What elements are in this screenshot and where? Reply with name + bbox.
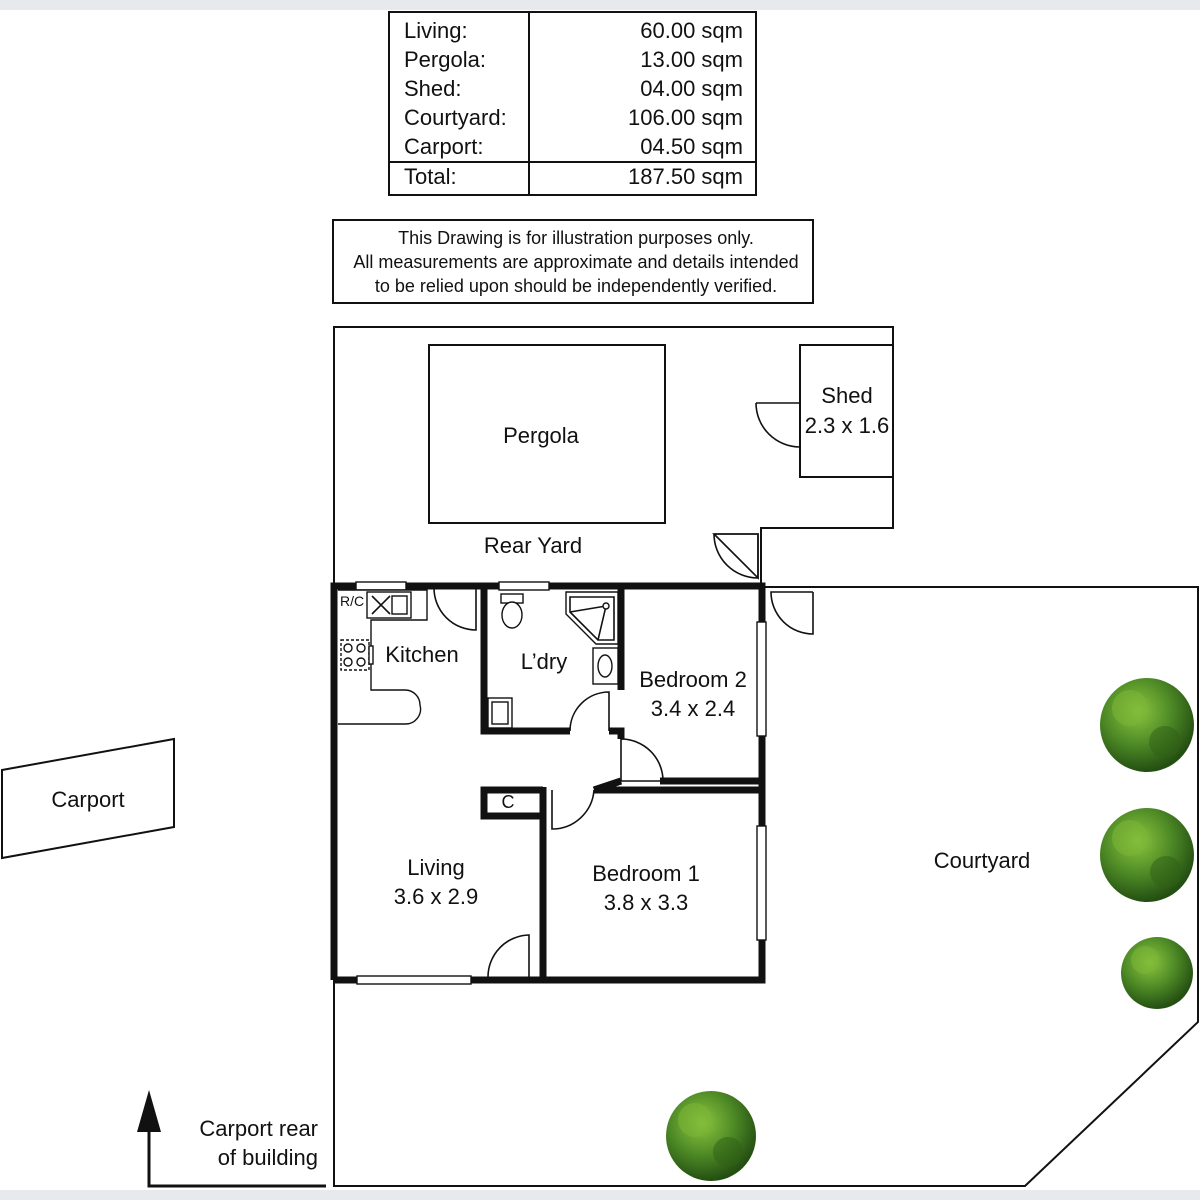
burner-icon [343, 643, 353, 653]
area-value-carport: 04.50 sqm [640, 134, 743, 159]
shed-outline [799, 344, 894, 478]
burner-icon [356, 657, 366, 667]
bedroom2-size: 3.4 x 2.4 [651, 696, 735, 721]
laundry-fixtures [487, 591, 619, 729]
disclaimer-box: This Drawing is for illustration purpose… [332, 219, 814, 304]
living-window [356, 975, 472, 985]
area-label-pergola: Pergola: [404, 47, 486, 72]
bedroom2-door-swing [620, 738, 664, 782]
area-label-carport: Carport: [404, 134, 483, 159]
oven-handle [368, 645, 374, 665]
kitchen-door-swing [433, 587, 477, 631]
kitchen-bench [338, 589, 428, 725]
disclaimer-border [332, 219, 814, 304]
bottom-frame-bar [0, 1190, 1200, 1200]
north-arrow-icon [137, 1090, 326, 1188]
north-arrow-line [147, 1122, 326, 1188]
shed-size: 2.3 x 1.6 [805, 413, 889, 438]
bedroom1-window [756, 825, 767, 941]
living-size: 3.6 x 2.9 [394, 884, 478, 909]
area-label-shed: Shed: [404, 76, 462, 101]
carport-label: Carport [51, 787, 124, 812]
shed-door-swing [755, 402, 801, 448]
basin-icon [597, 654, 613, 678]
sink-basin-cross-b [371, 595, 391, 615]
laundry-window [498, 581, 550, 591]
carport-outline [0, 737, 175, 860]
sink-drainer [391, 595, 408, 615]
courtyard-label: Courtyard [934, 848, 1031, 873]
front-door-swing [487, 934, 530, 980]
courtyard-door-swing [770, 591, 814, 635]
yard-gate-swing [713, 533, 759, 579]
laundry-door-swing [569, 691, 610, 732]
burner-icon [343, 657, 353, 667]
basin-cabinet [592, 647, 619, 685]
shed-label: Shed [821, 383, 872, 408]
disclaimer-line-1: This Drawing is for illustration purpose… [398, 228, 754, 248]
shrub-icon [666, 1091, 756, 1181]
area-table: Living: 60.00 sqm Pergola: 13.00 sqm She… [388, 11, 757, 196]
area-value-courtyard: 106.00 sqm [628, 105, 743, 130]
bedroom1-size: 3.8 x 3.3 [604, 890, 688, 915]
top-frame-bar [0, 0, 1200, 10]
cupboard-label: C [502, 792, 515, 812]
pergola-outline [428, 344, 666, 524]
carport-note-line-2: of building [218, 1145, 318, 1170]
wall-cupboard [480, 786, 543, 820]
carport-note-line-1: Carport rear [199, 1116, 318, 1141]
area-label-courtyard: Courtyard: [404, 105, 507, 130]
laundry-label: L’dry [521, 649, 567, 674]
shower-screen-line [569, 605, 607, 613]
rear-yard-label: Rear Yard [484, 533, 582, 558]
rc-label: R/C [340, 593, 364, 609]
laundry-tub-basin [491, 701, 509, 725]
burner-icon [356, 643, 366, 653]
kitchen-label: Kitchen [385, 642, 458, 667]
wall-laundry-south-east [609, 727, 625, 739]
shrub-icon [1100, 678, 1194, 772]
bedroom1-door-swing [551, 789, 595, 830]
shower-head [602, 602, 610, 610]
disclaimer-line-2: All measurements are approximate and det… [353, 252, 798, 272]
rear-yard-boundary [333, 326, 894, 586]
shrub-icon [1100, 808, 1194, 902]
toilet-icon [501, 601, 523, 629]
area-value-living: 60.00 sqm [640, 18, 743, 43]
area-label-living: Living: [404, 18, 468, 43]
shower-screen-line [597, 605, 607, 641]
courtyard-boundary [333, 586, 1199, 1187]
bedroom2-window [756, 621, 767, 737]
bedroom2-label: Bedroom 2 [639, 667, 747, 692]
area-value-pergola: 13.00 sqm [640, 47, 743, 72]
bedroom1-label: Bedroom 1 [592, 861, 700, 886]
area-value-shed: 04.00 sqm [640, 76, 743, 101]
area-value-total: 187.50 sqm [628, 164, 743, 189]
north-arrow-head [137, 1090, 161, 1132]
shrub-icon [1121, 937, 1193, 1009]
shower-tray [569, 596, 615, 641]
kitchen-window [355, 581, 407, 591]
area-label-total: Total: [404, 164, 457, 189]
shower-icon [565, 591, 619, 645]
living-label: Living [407, 855, 464, 880]
pergola-label: Pergola [503, 423, 580, 448]
disclaimer-line-3: to be relied upon should be independentl… [375, 276, 777, 296]
area-table-border [388, 11, 757, 196]
wall-laundry-west-south [480, 588, 570, 735]
kitchen-fixtures [338, 589, 428, 725]
